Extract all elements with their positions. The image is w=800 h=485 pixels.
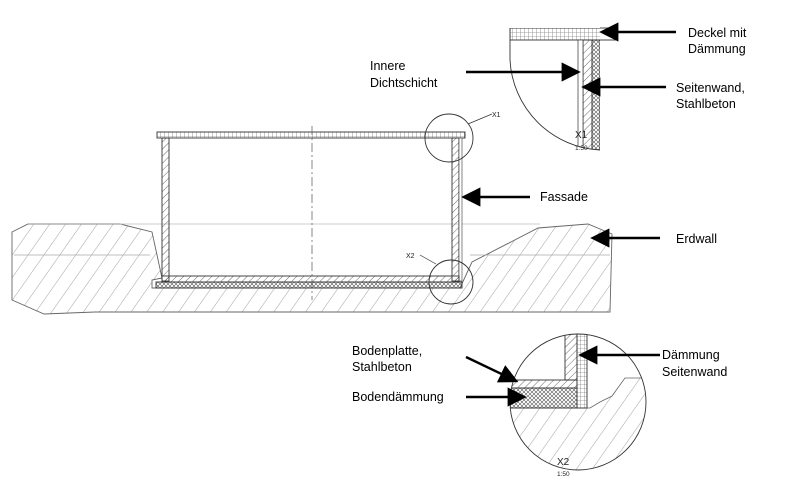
tank-section — [155, 126, 466, 300]
label-deckel-1: Deckel mit — [688, 26, 747, 40]
tank-floor-insulation — [155, 281, 463, 289]
x2-title: X2 — [557, 457, 570, 468]
label-seitenwand-2: Stahlbeton — [676, 97, 736, 111]
tank-facade — [458, 137, 463, 282]
detail-x2: X2 1:50 — [509, 333, 647, 478]
label-innere-1: Innere — [370, 59, 405, 73]
x1-wall-insulation — [591, 39, 600, 150]
x1-title: X1 — [575, 130, 588, 141]
x2-wall — [564, 334, 578, 381]
tank-lid — [156, 131, 466, 139]
x2-wall-insulation — [576, 334, 588, 409]
tank-wall-left — [161, 137, 170, 282]
label-fassade: Fassade — [540, 190, 588, 204]
label-bodenplatte-2: Stahlbeton — [352, 360, 412, 374]
label-bodendaemmung: Bodendämmung — [352, 390, 444, 404]
x1-inner-seal — [577, 39, 584, 150]
label-seitenwand-1: Seitenwand, — [676, 81, 745, 95]
label-deckel-2: Dämmung — [688, 42, 746, 56]
x1-lid — [510, 28, 600, 41]
detail-x1: X1 1:50 — [509, 27, 617, 152]
label-bodenplatte-1: Bodenplatte, — [352, 344, 422, 358]
callout-x2: X2 — [406, 253, 474, 305]
label-innere-2: Dichtschicht — [370, 76, 438, 90]
label-daemmung-sw-1: Dämmung — [662, 348, 720, 362]
x1-scale: 1:50 — [575, 145, 588, 152]
tank-wall-right — [451, 137, 460, 282]
label-daemmung-sw-2: Seitenwand — [662, 365, 727, 379]
arrow-bodenplatte — [465, 355, 519, 383]
leader-arrows — [461, 22, 676, 407]
x2-scale: 1:50 — [557, 471, 570, 478]
x2-floor-slab — [510, 379, 578, 389]
tank-floor-slab — [161, 275, 460, 283]
earth-embankment — [11, 223, 613, 315]
x1-wall — [582, 39, 593, 150]
callout-x1: X1 — [424, 112, 501, 163]
callout-x1-label: X1 — [492, 112, 501, 119]
labels: Deckel mit Dämmung Innere Dichtschicht S… — [352, 26, 747, 404]
label-erdwall: Erdwall — [676, 232, 717, 246]
callout-x2-label: X2 — [406, 253, 415, 260]
